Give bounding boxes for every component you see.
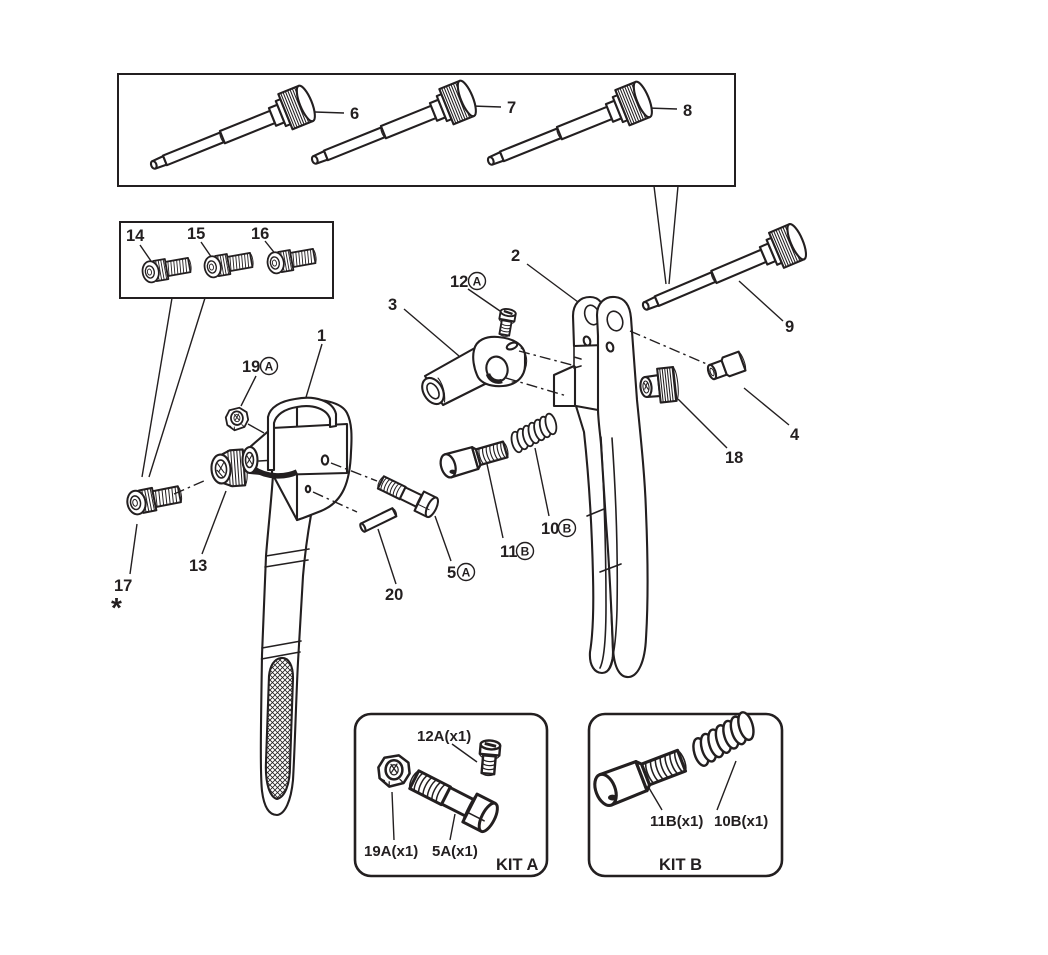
kit-a-box	[353, 712, 549, 878]
svg-text:A: A	[462, 566, 471, 580]
part-3-barrel-head	[421, 335, 528, 407]
callout-12a: 12 A	[450, 271, 487, 291]
nosepiece-4	[704, 349, 749, 384]
callout-6: 6	[350, 105, 359, 123]
spring-10b	[504, 409, 564, 457]
screw-16	[265, 244, 319, 276]
callout-16: 16	[251, 225, 269, 243]
svg-text:19: 19	[242, 358, 260, 376]
svg-text:11: 11	[500, 543, 517, 561]
callout-3: 3	[388, 296, 397, 314]
callout-5a: 5 A	[447, 562, 476, 582]
kit-b-parts	[589, 706, 764, 811]
callout-4: 4	[790, 426, 800, 444]
callout-15: 15	[187, 225, 205, 243]
callout-17: 17	[114, 577, 132, 595]
mandrel-6	[143, 82, 320, 185]
callout-7: 7	[507, 99, 516, 117]
kit-b-spring-label: 10B(x1)	[714, 813, 768, 830]
svg-text:B: B	[521, 545, 530, 559]
kit-b-title: KIT B	[659, 856, 702, 874]
pin-hole	[304, 484, 312, 494]
svg-text:12: 12	[450, 273, 468, 291]
part-2-rear-lever	[552, 295, 649, 679]
callout-20: 20	[385, 586, 403, 604]
screw-set-box	[119, 221, 334, 299]
mandrel-7	[304, 77, 481, 180]
knurled-nut-18	[637, 365, 681, 406]
part-callouts: 6 7 8 9 2 3 1 4 18 13 17 * 20 14 15 16 1…	[111, 99, 800, 623]
callout-9: 9	[785, 318, 794, 336]
kit-a-parts	[377, 738, 503, 836]
callout-8: 8	[683, 102, 692, 120]
kit-labels: 12A(x1) 19A(x1) 5A(x1) KIT A 11B(x1) 10B…	[364, 728, 768, 874]
callout-11b: 11 B	[500, 541, 535, 561]
mandrel-8	[480, 78, 657, 181]
hex-nut-19a	[224, 406, 250, 432]
screw-15	[202, 248, 256, 280]
part-1-front-handle	[241, 396, 353, 817]
callout-14: 14	[126, 227, 145, 245]
callout-13: 13	[189, 557, 207, 575]
callout-10b: 10 B	[541, 518, 577, 538]
screw-12a	[495, 306, 518, 339]
svg-text:A: A	[473, 275, 482, 289]
mandrel-set-box	[117, 73, 736, 187]
kit-a-title: KIT A	[496, 856, 539, 874]
callout-19a: 19 A	[242, 356, 279, 376]
mandrel-9	[634, 220, 811, 326]
callout-18: 18	[725, 449, 743, 467]
axis-centerlines	[173, 330, 710, 513]
kit-b-box	[587, 712, 784, 878]
screw-hole-top	[505, 341, 519, 351]
kit-a-bolt-label: 5A(x1)	[432, 843, 478, 860]
callout-1: 1	[317, 327, 326, 345]
svg-text:B: B	[563, 522, 572, 536]
kit-b-pawl-label: 11B(x1)	[650, 813, 703, 830]
pawl-11b	[436, 436, 512, 481]
pin-20	[358, 506, 399, 534]
svg-text:5: 5	[447, 564, 456, 582]
leader-lines	[129, 105, 790, 841]
callout-2: 2	[511, 247, 520, 265]
footnote-asterisk: *	[111, 592, 122, 623]
grip-hatch	[264, 656, 295, 801]
svg-text:A: A	[265, 360, 274, 374]
svg-text:10: 10	[541, 520, 559, 538]
screw-17	[124, 481, 185, 517]
kit-a-screw-label: 12A(x1)	[417, 728, 471, 745]
kit-a-nut-label: 19A(x1)	[364, 843, 418, 860]
